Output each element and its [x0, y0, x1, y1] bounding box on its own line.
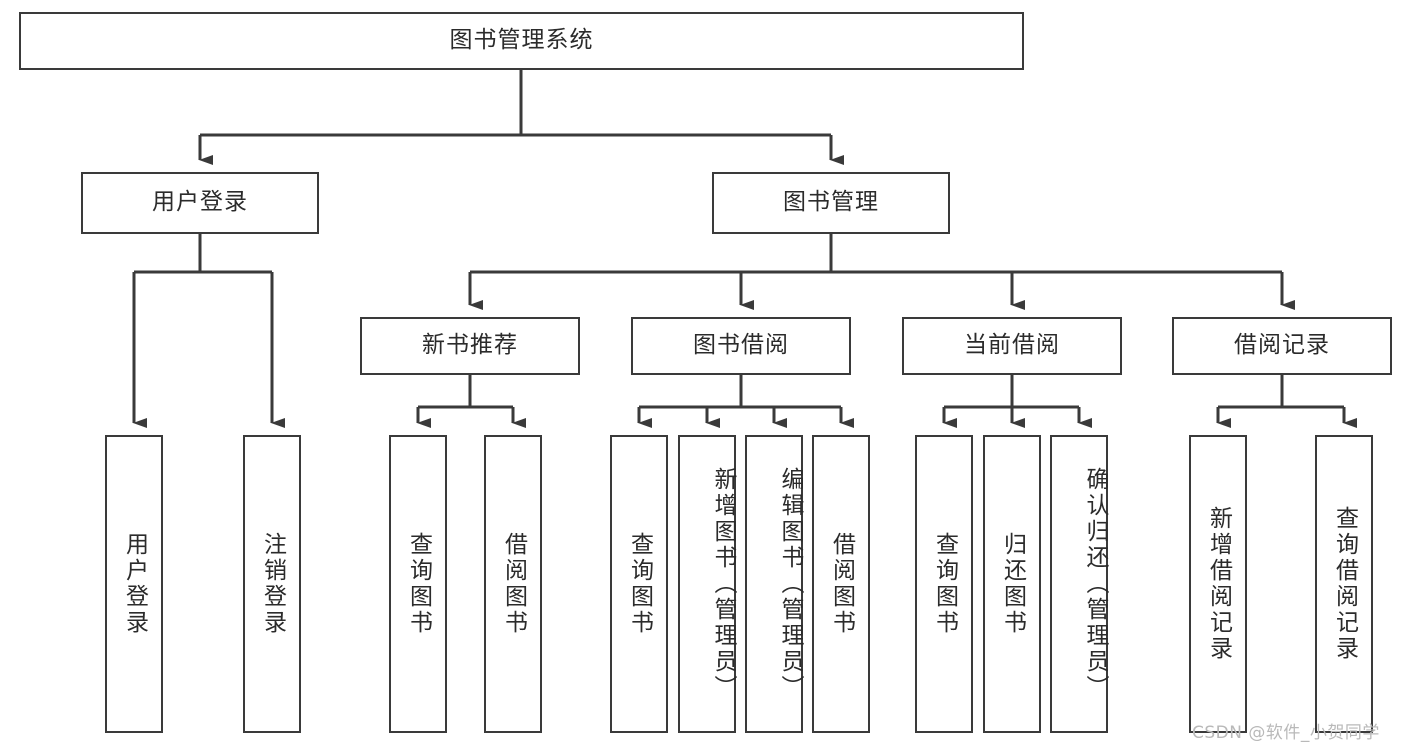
leaf-label: 查询图书 [405, 532, 432, 636]
leaf-label: 用户登录 [121, 532, 148, 636]
leaf-label: 查询图书 [626, 532, 653, 636]
node-new-book-recommend[interactable]: 新书推荐 [360, 317, 580, 375]
node-leaf-add-record[interactable]: 新增借阅记录 [1189, 435, 1247, 733]
node-leaf-borrow-book-1[interactable]: 借阅图书 [484, 435, 542, 733]
leaf-label: 新增图书（管理员） [710, 467, 736, 701]
leaf-label: 查询借阅记录 [1331, 506, 1358, 662]
node-leaf-query-record[interactable]: 查询借阅记录 [1315, 435, 1373, 733]
node-root[interactable]: 图书管理系统 [19, 12, 1024, 70]
node-leaf-query-book-3[interactable]: 查询图书 [915, 435, 973, 733]
leaf-label: 借阅图书 [828, 532, 855, 636]
node-leaf-add-book[interactable]: 新增图书（管理员） [678, 435, 736, 733]
leaf-label: 查询图书 [931, 532, 958, 636]
node-leaf-edit-book[interactable]: 编辑图书（管理员） [745, 435, 803, 733]
leaf-label: 编辑图书（管理员） [777, 467, 803, 701]
node-leaf-query-book-2[interactable]: 查询图书 [610, 435, 668, 733]
node-leaf-user-login[interactable]: 用户登录 [105, 435, 163, 733]
node-leaf-borrow-book-2[interactable]: 借阅图书 [812, 435, 870, 733]
node-book-borrow[interactable]: 图书借阅 [631, 317, 851, 375]
leaf-label: 确认归还（管理员） [1082, 467, 1108, 701]
node-leaf-logout[interactable]: 注销登录 [243, 435, 301, 733]
node-leaf-query-book-1[interactable]: 查询图书 [389, 435, 447, 733]
node-borrow-record[interactable]: 借阅记录 [1172, 317, 1392, 375]
node-current-borrow[interactable]: 当前借阅 [902, 317, 1122, 375]
csdn-watermark: CSDN @软件_小贺同学 [1192, 723, 1380, 743]
leaf-label: 注销登录 [259, 532, 286, 636]
node-leaf-return-book[interactable]: 归还图书 [983, 435, 1041, 733]
leaf-label: 归还图书 [999, 532, 1026, 636]
node-leaf-confirm-return[interactable]: 确认归还（管理员） [1050, 435, 1108, 733]
leaf-label: 新增借阅记录 [1205, 506, 1232, 662]
node-book-management[interactable]: 图书管理 [712, 172, 950, 234]
leaf-label: 借阅图书 [500, 532, 527, 636]
node-user-login[interactable]: 用户登录 [81, 172, 319, 234]
